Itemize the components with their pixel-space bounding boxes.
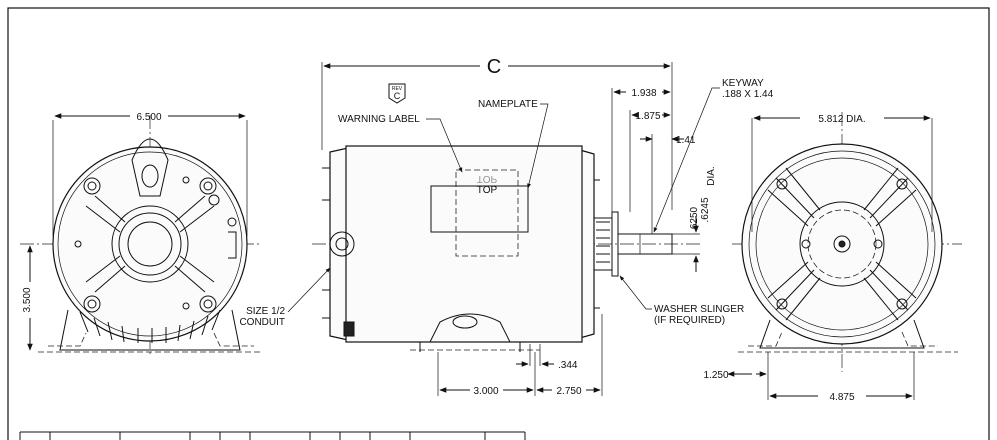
keyway-label-line1: KEYWAY bbox=[722, 78, 764, 89]
rear-dia-dim: 5.812 DIA. bbox=[818, 114, 865, 125]
rev-tag bbox=[388, 83, 406, 104]
warning-label: WARNING LABEL bbox=[338, 114, 420, 125]
shaft-dim-141: 1.41 bbox=[676, 135, 696, 146]
shaft-dim-1938: 1.938 bbox=[631, 88, 656, 99]
conduit-label-line2: CONDUIT bbox=[239, 317, 285, 328]
washer-slinger-line2: (IF REQUIRED) bbox=[654, 315, 725, 326]
conduit-label-line1: SIZE 1/2 bbox=[246, 306, 285, 317]
nameplate-label: NAMEPLATE bbox=[478, 99, 538, 110]
top-text-mirrored: TOP bbox=[477, 173, 498, 184]
keyway-label-line2: .188 X 1.44 bbox=[722, 89, 774, 100]
shaft-dia-label: DIA. bbox=[706, 166, 717, 185]
rear-view: 5.812 DIA. 1.250 4.875 bbox=[703, 112, 962, 403]
front-view: 6.500 3.500 bbox=[20, 112, 262, 355]
cooling-fins bbox=[79, 309, 221, 343]
front-height-dim: 3.500 bbox=[22, 287, 33, 312]
foot-dim-2750: 2.750 bbox=[556, 386, 581, 397]
rear-foot-dim-4875: 4.875 bbox=[829, 392, 854, 403]
c-dimension-label: C bbox=[487, 56, 501, 78]
shaft-dim-1875: 1.875 bbox=[635, 111, 660, 122]
hole-dim: .344 bbox=[558, 360, 578, 371]
rear-foot-dim-1250: 1.250 bbox=[703, 370, 728, 381]
foot-dim-3000: 3.000 bbox=[473, 386, 498, 397]
sheet-border bbox=[7, 7, 990, 440]
washer-slinger-line1: WASHER SLINGER bbox=[654, 304, 744, 315]
shaft-dia-1: 6250 bbox=[689, 206, 700, 229]
title-block-strip bbox=[19, 431, 526, 440]
front-width-dim: 6.500 bbox=[136, 112, 161, 123]
rev-tag-top: REV bbox=[392, 86, 403, 92]
side-view: C REV C TOP TOP WARNING LABEL bbox=[312, 56, 774, 397]
rev-tag-letter: C bbox=[394, 91, 401, 101]
shaft-dia-2: .6245 bbox=[700, 197, 711, 222]
top-text: TOP bbox=[477, 185, 498, 196]
